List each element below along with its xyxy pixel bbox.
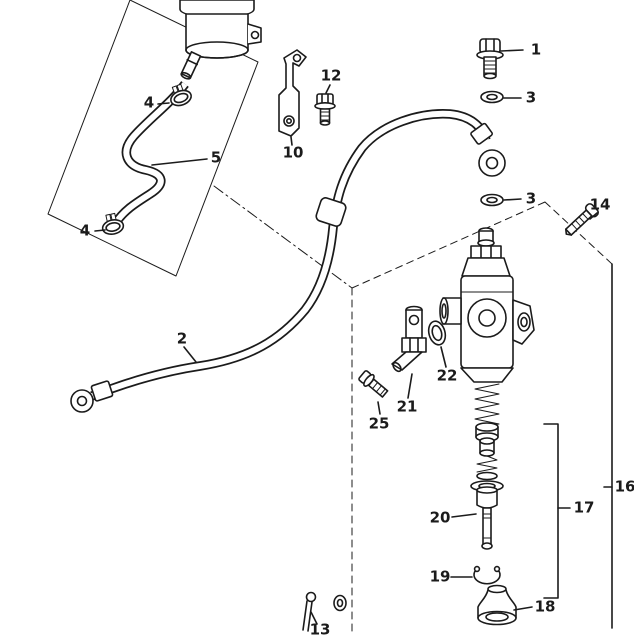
cotter-pin-13 (302, 591, 317, 632)
part-label-19-16: 19 (429, 567, 451, 586)
group-bracket-17 (543, 423, 571, 599)
bolt-25 (358, 370, 389, 398)
master-cylinder-body (439, 227, 535, 383)
hose-clamp-4-upper (170, 83, 192, 107)
reservoir-outlet-tube (180, 51, 202, 80)
reservoir-body (185, 13, 249, 59)
part-label-16-13: 16 (614, 477, 634, 496)
hose-lower-banjo-fitting (70, 380, 114, 413)
reservoir-mount-ear (247, 23, 262, 45)
part-label-5-5: 5 (210, 148, 222, 167)
pin-washer (333, 594, 347, 612)
hose-upper-banjo-fitting (470, 122, 506, 177)
banjo-bolt-1 (476, 38, 504, 80)
brake-hose-2 (70, 109, 506, 413)
cylinder-group-boundary-topright (544, 201, 613, 265)
boot-18 (477, 584, 517, 626)
part-label-17-14: 17 (573, 498, 595, 517)
part-label-2-9: 2 (176, 329, 188, 348)
part-label-4-8: 4 (79, 221, 91, 240)
part-label-1-0: 1 (530, 40, 542, 59)
part-label-3-1: 3 (525, 88, 537, 107)
part-label-14-7: 14 (589, 195, 611, 214)
washer-3-upper (480, 90, 504, 104)
part-label-18-17: 18 (534, 597, 556, 616)
part-label-25-12: 25 (368, 414, 390, 433)
hose-grommet (315, 197, 347, 227)
hose-clamp-4-lower (101, 212, 125, 235)
reservoir-hose-5 (111, 81, 189, 227)
part-label-3-6: 3 (525, 189, 537, 208)
cylinder-front-flange (467, 298, 507, 338)
part-label-13-18: 13 (309, 620, 331, 635)
return-spring (474, 383, 500, 481)
part-label-12-2: 12 (320, 66, 342, 85)
part-label-21-11: 21 (396, 397, 418, 416)
bracket-10 (278, 49, 307, 137)
part-label-22-10: 22 (436, 366, 458, 385)
piston-20 (470, 480, 504, 550)
cylinder-group-boundary-top (351, 201, 546, 289)
o-ring-22 (427, 320, 447, 346)
circlip-19 (473, 565, 501, 585)
washer-3-lower (480, 193, 504, 207)
part-label-20-15: 20 (429, 508, 451, 527)
leader-lines (94, 49, 598, 625)
part-label-10-4: 10 (282, 143, 304, 162)
fluid-reservoir (179, 0, 262, 80)
spring-valve-parts (475, 422, 499, 457)
screw-14 (564, 203, 599, 236)
bolt-12 (314, 93, 336, 126)
part-label-4-3: 4 (143, 93, 155, 112)
union-joint-21 (391, 305, 427, 373)
group-bracket-16 (603, 263, 613, 629)
